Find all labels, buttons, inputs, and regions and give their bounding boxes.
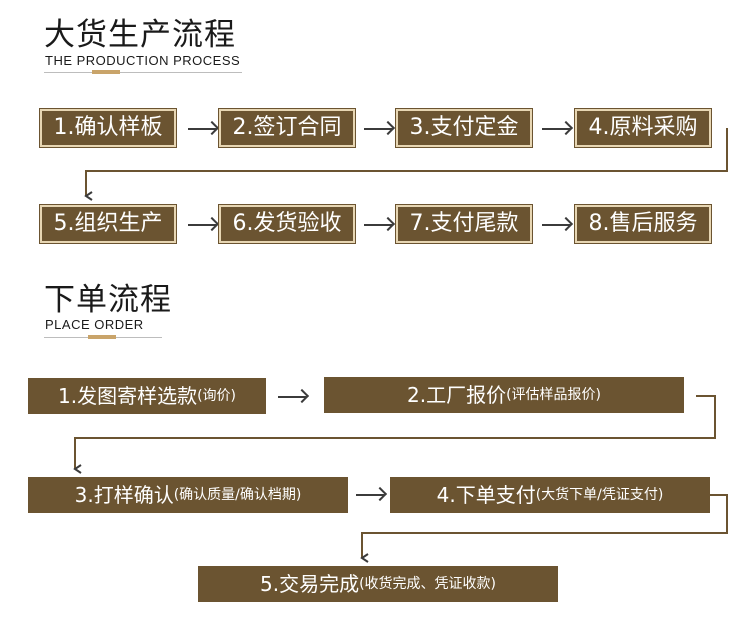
order-step-1: 1.发图寄样选款(询价) [28, 378, 266, 414]
production-step-3: 3.支付定金 [396, 109, 532, 147]
order-step-5: 5.交易完成(收货完成、凭证收款) [198, 566, 558, 602]
production-subtitle: THE PRODUCTION PROCESS [45, 53, 241, 68]
order-step-3-sub: (确认质量/确认档期) [173, 487, 302, 503]
order-step-4-main: 4.下单支付 [436, 483, 536, 507]
arrow-right-icon [542, 224, 570, 226]
arrow-right-icon [356, 494, 384, 496]
order-step-3: 3.打样确认(确认质量/确认档期) [28, 477, 348, 513]
order-step-4-sub: (大货下单/凭证支付) [535, 487, 664, 503]
production-divider-accent [92, 70, 120, 74]
production-title: 大货生产流程 [44, 17, 236, 53]
arrow-right-icon [188, 224, 216, 226]
production-step-4: 4.原料采购 [575, 109, 711, 147]
production-step-6: 6.发货验收 [219, 205, 355, 243]
production-step-8: 8.售后服务 [575, 205, 711, 243]
arrow-right-icon [364, 128, 392, 130]
order-step-2-main: 2.工厂报价 [406, 383, 507, 407]
order-title: 下单流程 [44, 282, 172, 318]
arrow-right-icon [542, 128, 570, 130]
order-divider-accent [88, 335, 116, 339]
production-divider [44, 72, 242, 73]
order-step-1-main: 1.发图寄样选款 [57, 384, 198, 408]
arrow-right-icon [188, 128, 216, 130]
arrow-right-icon [278, 396, 306, 398]
order-step-5-sub: (收货完成、凭证收款) [359, 576, 497, 592]
order-step-5-main: 5.交易完成 [259, 572, 360, 596]
production-step-2: 2.签订合同 [219, 109, 355, 147]
order-step-3-main: 3.打样确认 [74, 483, 174, 507]
order-step-4: 4.下单支付(大货下单/凭证支付) [390, 477, 710, 513]
production-step-7: 7.支付尾款 [396, 205, 532, 243]
production-step-1: 1.确认样板 [40, 109, 176, 147]
order-step-1-sub: (询价) [197, 388, 237, 404]
production-step-5: 5.组织生产 [40, 205, 176, 243]
order-step-2-sub: (评估样品报价) [506, 387, 602, 403]
order-step-2: 2.工厂报价(评估样品报价) [324, 377, 684, 413]
arrow-right-icon [364, 224, 392, 226]
order-subtitle: PLACE ORDER [45, 317, 144, 332]
